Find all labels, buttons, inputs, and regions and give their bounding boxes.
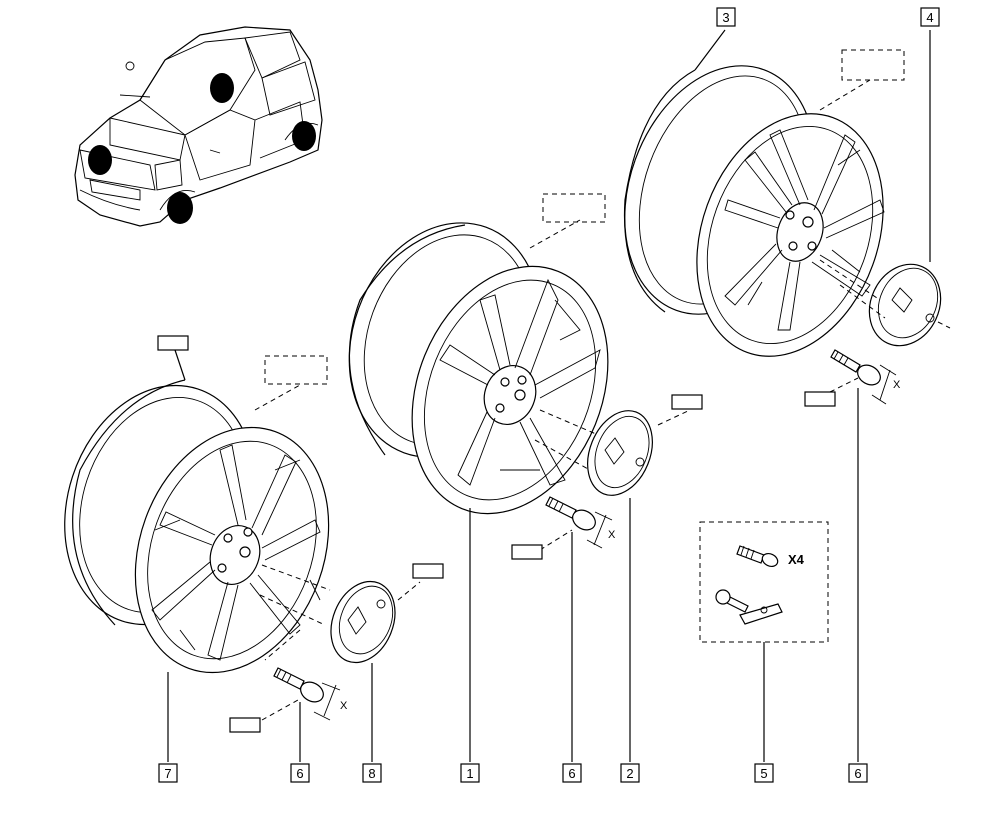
dimension-x-right: X (893, 379, 901, 391)
callout-3: 3 (716, 7, 736, 27)
wheel-bolt-6-center (511, 496, 613, 762)
callout-4: 4 (920, 7, 940, 27)
callout-5-label: 5 (760, 766, 767, 781)
callout-6-center-label: 6 (568, 766, 575, 781)
callout-6-center: 6 (562, 763, 582, 783)
callout-6-left-label: 6 (296, 766, 303, 781)
bolt-kit-5 (699, 521, 829, 762)
vehicle-illustration (74, 26, 323, 227)
hubcap-8 (330, 563, 444, 762)
hubcap-4 (819, 30, 951, 347)
vehicle-wheel-markers (88, 73, 316, 224)
kit-quantity-label: X4 (788, 552, 805, 567)
callout-1: 1 (460, 763, 480, 783)
wheel-7-rim (64, 335, 331, 762)
dimension-x-left: X (340, 700, 348, 712)
wheel-1-rim (348, 193, 611, 762)
callout-7: 7 (158, 763, 178, 783)
callout-2: 2 (620, 763, 640, 783)
callout-1-label: 1 (466, 766, 473, 781)
callout-8-label: 8 (368, 766, 375, 781)
callout-5: 5 (754, 763, 774, 783)
callout-7-label: 7 (164, 766, 171, 781)
wheel-3-rim (623, 29, 905, 357)
callout-4-label: 4 (926, 10, 933, 25)
callout-3-label: 3 (722, 10, 729, 25)
hubcap-2 (587, 394, 703, 762)
callout-6-right: 6 (848, 763, 868, 783)
dimension-x-center: X (608, 529, 616, 541)
callout-6-left: 6 (290, 763, 310, 783)
wheel-bolt-6-left (229, 667, 341, 762)
callout-8: 8 (362, 763, 382, 783)
wheel-bolt-6-right (804, 349, 897, 762)
callout-6-right-label: 6 (854, 766, 861, 781)
callout-2-label: 2 (626, 766, 633, 781)
